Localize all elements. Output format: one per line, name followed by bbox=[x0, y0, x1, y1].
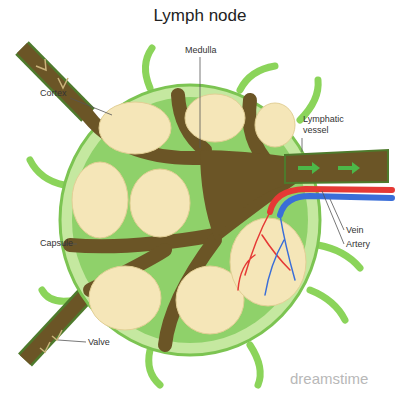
part-label: Valve bbox=[88, 337, 110, 348]
capsule bbox=[60, 85, 320, 355]
part-label: Cortex bbox=[40, 88, 67, 99]
part-label: Medulla bbox=[185, 45, 217, 56]
peripheral-vessel bbox=[250, 345, 260, 385]
flow-arrow bbox=[298, 162, 320, 174]
peripheral-vessel bbox=[30, 160, 64, 185]
efferent-lymphatic-vessel bbox=[285, 150, 388, 183]
cortex-nodule bbox=[99, 102, 171, 154]
part-label: Vein bbox=[346, 225, 364, 236]
cortex-nodule bbox=[255, 103, 295, 147]
watermark: dreamstime bbox=[290, 370, 400, 387]
afferent-vessel bbox=[22, 48, 88, 115]
cortex-nodule bbox=[89, 266, 161, 330]
part-label: Lymphatic vessel bbox=[303, 114, 355, 136]
cortex-nodule bbox=[230, 218, 306, 306]
part-label: Artery bbox=[346, 239, 370, 250]
leader-line bbox=[70, 98, 112, 115]
part-label: Capsule bbox=[40, 238, 73, 249]
cortex-nodule bbox=[72, 162, 128, 238]
cortex-nodule bbox=[130, 169, 190, 237]
leader-line bbox=[58, 340, 86, 342]
diagram-title: Lymph node bbox=[0, 6, 400, 26]
afferent-vessel bbox=[25, 288, 92, 360]
medulla-sinuses bbox=[70, 95, 300, 345]
blood-vessels bbox=[238, 189, 392, 295]
peripheral-vessel bbox=[310, 290, 345, 320]
valve-symbol bbox=[40, 330, 62, 352]
flow-arrow bbox=[338, 162, 360, 174]
venules bbox=[265, 215, 295, 295]
valve-symbol bbox=[36, 59, 68, 88]
leader-lines bbox=[58, 57, 344, 342]
peripheral-vessel bbox=[145, 48, 152, 88]
flow-arrows bbox=[298, 162, 360, 174]
peripheral-vessel bbox=[149, 350, 160, 385]
leader-line bbox=[200, 57, 201, 148]
afferent-vessel-wall bbox=[25, 288, 92, 360]
peripheral-vessel bbox=[240, 66, 275, 90]
leader-line bbox=[322, 191, 344, 244]
afferent-vessel-wall bbox=[22, 48, 88, 115]
leader-line bbox=[302, 138, 303, 152]
cortex-nodule bbox=[185, 94, 245, 142]
